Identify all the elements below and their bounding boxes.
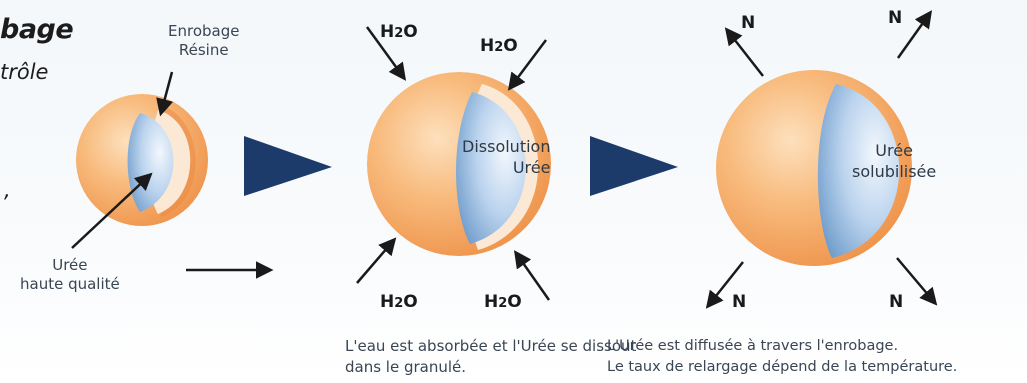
nitrogen-label-top-right: N (888, 8, 903, 28)
water-label-top-right: H2O (480, 36, 518, 56)
water-label-bottom-left: H2O (380, 292, 418, 312)
heading-fragment: bage (0, 14, 74, 45)
coating-label-line-1: Enrobage (168, 22, 240, 40)
nitrogen-label-top-left: N (741, 13, 756, 33)
nitrogen-arrow-bottom-left (705, 261, 744, 309)
dissolution-label-line-2: Urée (512, 158, 551, 177)
granule-stage-1 (76, 94, 208, 226)
urea-label-line-1: Urée (52, 256, 88, 274)
water-label-bottom-right: H2O (484, 292, 522, 312)
solubilized-urea-label: Urée solubilisée (852, 140, 936, 182)
coating-pointer-arrow (156, 71, 174, 117)
nitrogen-arrow-top-left (724, 27, 764, 77)
water-arrow-top-left (365, 26, 407, 81)
stage-3-caption: L'Urée est diffusée à travers l'enrobage… (607, 336, 957, 378)
granule-stage-2 (367, 72, 551, 256)
transition-arrow-2 (590, 136, 678, 196)
coating-label-line-2: Résine (178, 41, 229, 59)
stage-2-caption-line-2: dans le granulé. (345, 358, 467, 376)
water-label-top-left: H2O (380, 22, 418, 42)
transition-arrow-1 (244, 136, 332, 196)
stage-2-caption: L'eau est absorbée et l'Urée se dissout … (345, 336, 636, 378)
subheading-fragment: trôle (0, 60, 49, 84)
nitrogen-label-bottom-right: N (889, 292, 904, 312)
urea-pointer-arrow (71, 172, 153, 249)
water-arrow-bottom-right (513, 250, 551, 301)
dissolution-label: Dissolution Urée (462, 136, 550, 178)
urea-label: Urée haute qualité (20, 256, 120, 294)
urea-label-line-2: haute qualité (20, 275, 120, 293)
solubilized-label-line-1: Urée (875, 141, 913, 160)
coating-label: Enrobage Résine (168, 22, 239, 60)
nitrogen-label-bottom-left: N (732, 292, 747, 312)
stage-2-caption-line-1: L'eau est absorbée et l'Urée se dissout (345, 337, 637, 355)
nitrogen-arrow-bottom-right (896, 257, 938, 306)
solubilized-label-line-2: solubilisée (852, 162, 937, 181)
water-arrow-bottom-left (356, 237, 397, 284)
comma-fragment: , (4, 178, 11, 202)
water-arrow-top-right (507, 39, 547, 91)
dissolution-label-line-1: Dissolution (462, 137, 551, 156)
granule-stage-3 (716, 70, 912, 266)
stage-3-caption-line-2: Le taux de relargage dépend de la tempér… (607, 359, 958, 375)
nitrogen-arrow-top-right (896, 10, 933, 59)
stage-3-caption-line-1: L'Urée est diffusée à travers l'enrobage… (607, 338, 899, 354)
